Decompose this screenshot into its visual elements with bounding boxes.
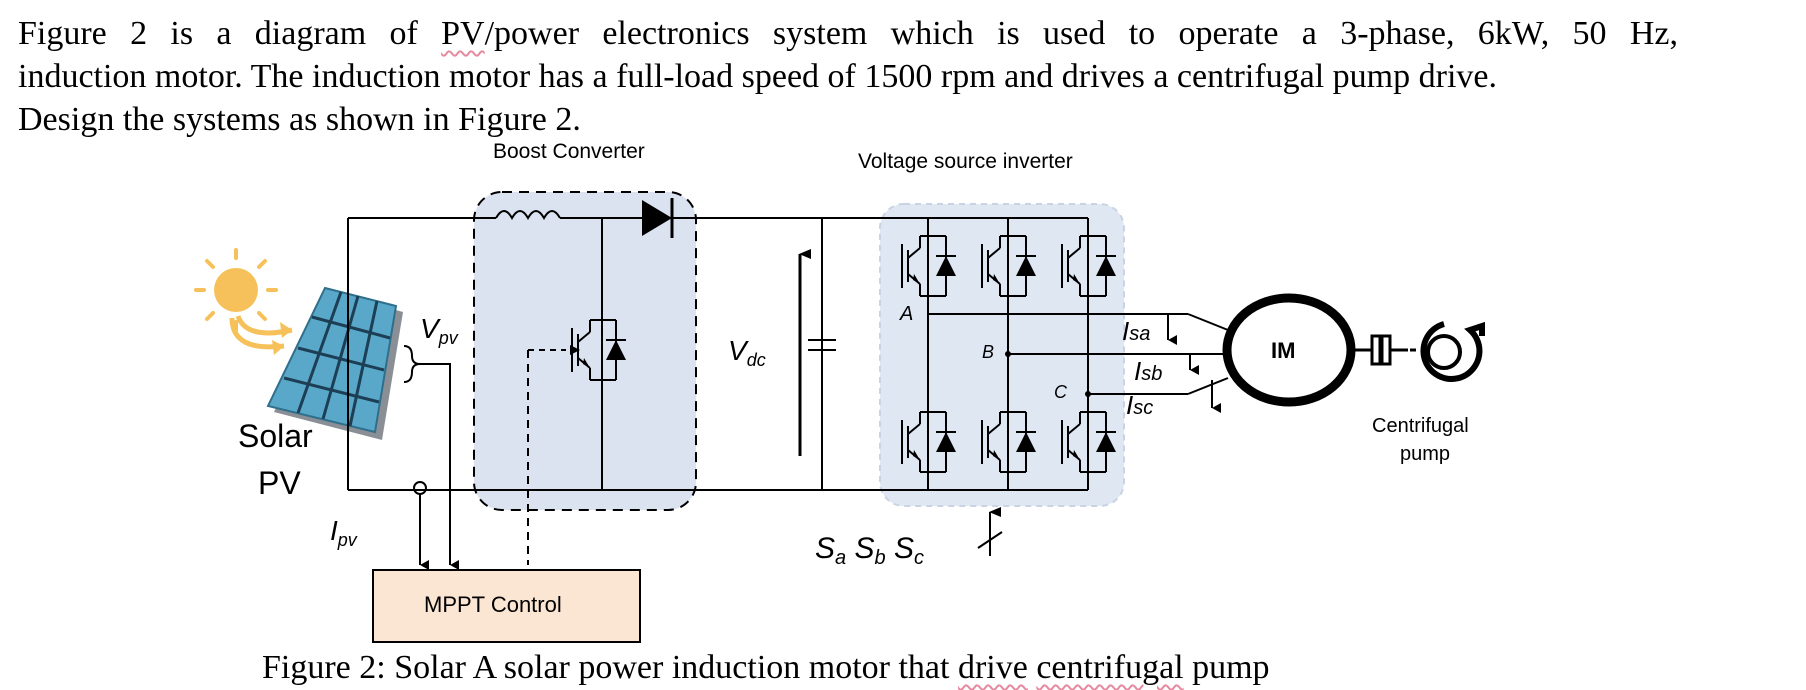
mppt-control-block (372, 569, 641, 643)
phase-output-wires (928, 313, 1229, 395)
induction-motor-icon (1222, 293, 1356, 407)
problem-line-1: Figure 2 is a diagram of PV/power electr… (18, 15, 1678, 52)
gate-bus-arrow-icon (977, 507, 1003, 556)
shaft-coupling-icon (1354, 334, 1408, 366)
pv-misspelling: PV (441, 15, 485, 52)
problem-line-3: Design the systems as shown in Figure 2. (18, 101, 581, 138)
boost-diode-icon (642, 198, 690, 238)
pump-label-2: pump (1400, 443, 1450, 465)
vpv-label: Vpv (420, 313, 459, 348)
ipv-label: Ipv (330, 515, 358, 550)
problem-line-2: induction motor. The induction motor has… (18, 58, 1497, 95)
caption-centrifugal: centrifugal (1036, 649, 1184, 686)
solar-pv-label-2: PV (258, 465, 301, 501)
isa-label: Isa (1122, 316, 1150, 346)
problem-statement: Figure 2 is a diagram of PV/power electr… (18, 12, 1678, 141)
solar-panel-icon (266, 286, 403, 440)
isb-label: Isb (1134, 356, 1162, 386)
mppt-control-label: MPPT Control (424, 592, 562, 617)
pump-label-1: Centrifugal (1372, 415, 1469, 437)
dc-bus-wires (347, 217, 1088, 491)
node-a-label: A (899, 303, 913, 325)
vdc-label: Vdc (728, 335, 766, 370)
solar-pv-label-1: Solar (238, 418, 313, 454)
caption-drive: drive (957, 649, 1028, 686)
centrifugal-pump-icon (1410, 321, 1485, 382)
switching-signals-label: Sa Sb Sc (815, 532, 924, 569)
isc-label: Isc (1126, 390, 1153, 420)
boost-converter-label: Boost Converter (493, 140, 645, 163)
figure-caption: Figure 2: Solar A solar power induction … (262, 649, 1270, 686)
node-b-label: B (982, 342, 994, 362)
sun-icon (194, 248, 293, 355)
boost-switch-icon (571, 319, 627, 381)
vsi-label: Voltage source inverter (858, 150, 1073, 173)
boost-converter-block (473, 191, 697, 511)
node-c-label: C (1054, 382, 1068, 402)
inductor-icon (495, 210, 561, 221)
motor-label: IM (1271, 338, 1295, 363)
